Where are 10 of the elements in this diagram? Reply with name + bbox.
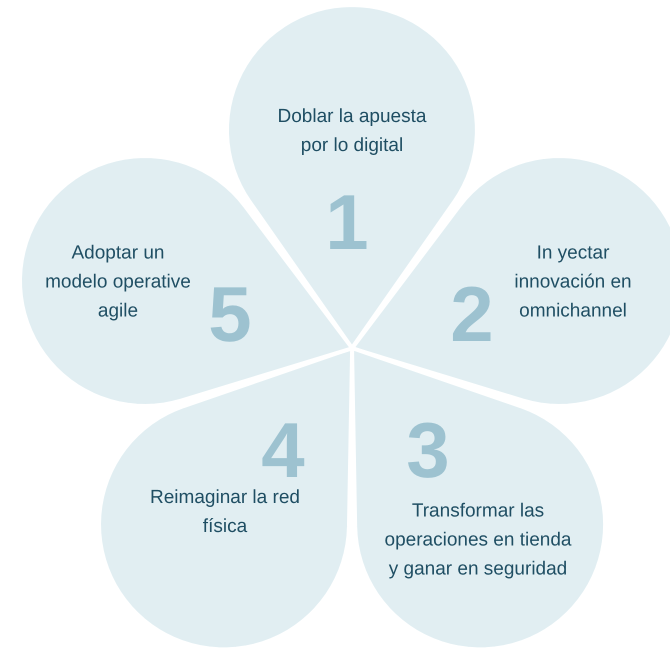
petal-label: Adoptar un modelo operative agile (44, 241, 192, 324)
step-number: 5 (208, 274, 252, 353)
step-number: 3 (406, 411, 450, 489)
step-number: 4 (261, 411, 305, 489)
petal-label: Reimaginar la red física (149, 486, 301, 539)
step-number: 2 (450, 274, 494, 353)
petal-label: Doblar la apuesta por lo digital (276, 105, 428, 158)
step-number: 1 (325, 183, 369, 261)
petal-label: In yectar innovación en omnichannel (513, 241, 633, 324)
petal-label: Transformar las operaciones en tienda y ganar en seguridad (384, 500, 572, 582)
